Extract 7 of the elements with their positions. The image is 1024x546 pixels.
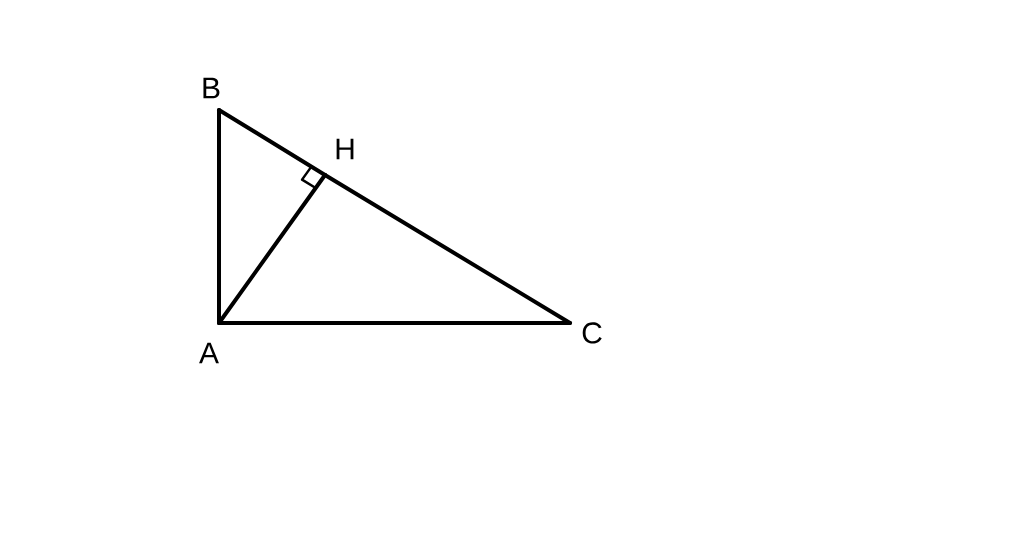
line-segment bbox=[217, 108, 327, 177]
point-label: B bbox=[203, 77, 220, 99]
point-label: C bbox=[582, 322, 602, 344]
point-label: H bbox=[336, 138, 354, 160]
line-segment bbox=[217, 173, 327, 325]
line-segment bbox=[217, 321, 572, 325]
point-label: A bbox=[199, 342, 219, 364]
